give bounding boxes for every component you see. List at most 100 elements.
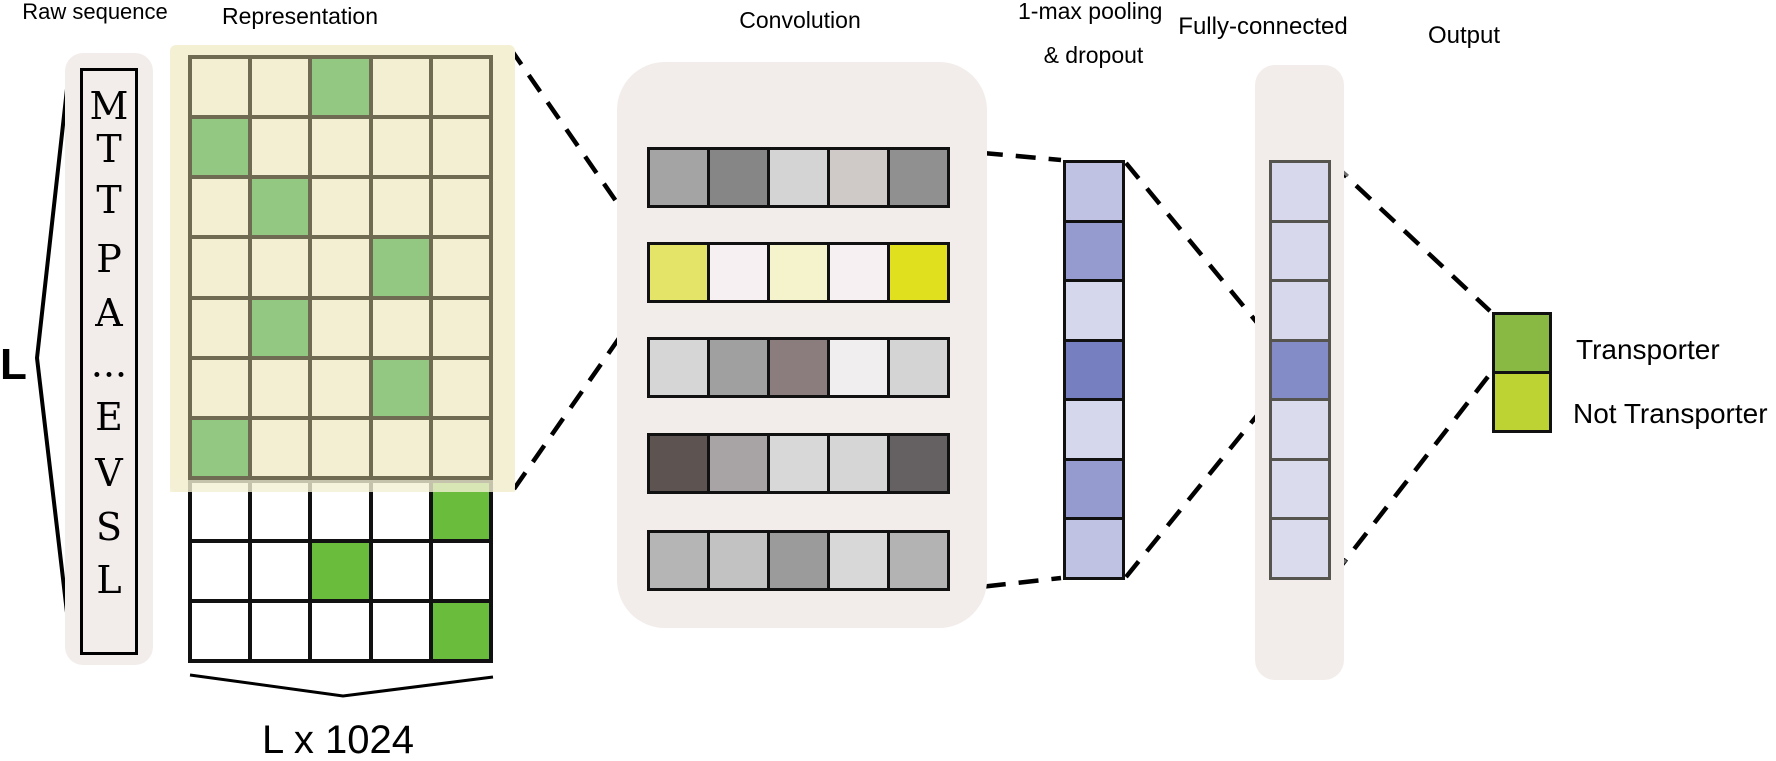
feature-map-row	[647, 242, 950, 303]
matrix-cell	[372, 483, 429, 539]
matrix-cell	[192, 239, 249, 296]
matrix-cell	[372, 179, 429, 236]
matrix-cell	[432, 419, 489, 476]
feature-map-cell	[890, 150, 947, 205]
matrix-cell-active	[192, 119, 249, 176]
feature-map-cell	[770, 436, 827, 491]
pooling-header-line2: & dropout	[1043, 42, 1144, 68]
matrix-cell	[312, 119, 369, 176]
matrix-cell	[252, 359, 309, 416]
sequence-letter: A	[95, 291, 123, 335]
representation-overlap-strip	[170, 479, 515, 492]
matrix-cell	[252, 603, 309, 659]
feature-map-cell	[890, 436, 947, 491]
dash-fc-to-output-top	[1330, 161, 1492, 313]
matrix-cell	[372, 59, 429, 116]
matrix-cell	[432, 119, 489, 176]
matrix-cell	[312, 483, 369, 539]
matrix-cell	[432, 359, 489, 416]
matrix-cell	[192, 299, 249, 356]
pooling-cell	[1066, 401, 1122, 458]
matrix-cell	[312, 299, 369, 356]
matrix-cell-active	[252, 299, 309, 356]
matrix-cell-active	[432, 483, 489, 539]
feature-map-cell	[710, 340, 767, 395]
matrix-cell	[252, 543, 309, 599]
feature-map-row	[647, 147, 950, 208]
fully-connected-header: Fully-connected	[1178, 13, 1348, 40]
matrix-width-brace	[189, 673, 494, 698]
dash-fc-to-output-bottom	[1332, 372, 1492, 577]
feature-map-cell	[650, 436, 707, 491]
sequence-letter: M	[89, 84, 129, 128]
pooling-header: 1-max pooling & dropout	[1018, 0, 1163, 68]
pooling-cell	[1066, 282, 1122, 339]
representation-upper-grid	[188, 55, 493, 480]
sequence-letter: T	[96, 127, 122, 171]
feature-map-cell	[770, 245, 827, 300]
matrix-cell	[252, 119, 309, 176]
matrix-cell	[192, 483, 249, 539]
feature-map-cell	[650, 340, 707, 395]
feature-map-cell	[710, 245, 767, 300]
pooling-cell	[1066, 163, 1122, 220]
pooling-cell	[1066, 520, 1122, 578]
feature-map-cell	[890, 533, 947, 588]
matrix-cell	[252, 59, 309, 116]
matrix-cell	[312, 603, 369, 659]
matrix-cell-active	[372, 359, 429, 416]
feature-map-cell	[830, 533, 887, 588]
matrix-cell-active	[432, 603, 489, 659]
matrix-cell-active	[312, 59, 369, 116]
sequence-letter: T	[96, 178, 122, 222]
fully-connected-cell	[1272, 163, 1328, 220]
sequence-letter: P	[96, 237, 122, 281]
matrix-cell	[312, 179, 369, 236]
matrix-cell	[312, 419, 369, 476]
matrix-cell	[192, 603, 249, 659]
feature-map-cell	[650, 533, 707, 588]
matrix-cell	[192, 179, 249, 236]
matrix-cell	[432, 59, 489, 116]
matrix-cell-active	[252, 179, 309, 236]
matrix-cell-active	[372, 239, 429, 296]
feature-map-cell	[890, 340, 947, 395]
matrix-cell-active	[192, 419, 249, 476]
feature-map-cell	[710, 436, 767, 491]
pooling-cell	[1066, 222, 1122, 280]
output-class-cell	[1495, 374, 1549, 430]
matrix-cell	[432, 543, 489, 599]
raw-sequence-panel	[65, 53, 153, 665]
feature-map-row	[647, 530, 950, 591]
output-nodes	[1492, 312, 1552, 433]
feature-map-row	[647, 337, 950, 398]
matrix-cell	[372, 419, 429, 476]
matrix-cell	[372, 119, 429, 176]
feature-map-row	[647, 433, 950, 494]
output-header: Output	[1427, 22, 1501, 49]
matrix-cell	[192, 359, 249, 416]
fully-connected-cell	[1272, 520, 1328, 578]
dash-pooling-to-fc-top	[1124, 161, 1270, 338]
fully-connected-cell	[1272, 401, 1328, 458]
feature-map-cell	[830, 245, 887, 300]
raw-sequence-header: Raw sequence	[22, 0, 168, 24]
dash-pooling-to-fc-bottom	[1124, 400, 1270, 579]
sequence-letter: E	[95, 395, 123, 439]
representation-lower-grid	[188, 479, 493, 663]
matrix-dimension-label: L x 1024	[262, 718, 414, 761]
matrix-cell	[252, 419, 309, 476]
feature-map-cell	[650, 245, 707, 300]
matrix-cell	[312, 239, 369, 296]
matrix-cell	[372, 603, 429, 659]
fully-connected-cell	[1272, 282, 1328, 339]
pooling-header-line1: 1-max pooling	[1018, 0, 1163, 24]
matrix-cell	[432, 239, 489, 296]
feature-map-cell	[650, 150, 707, 205]
feature-map-cell	[830, 150, 887, 205]
matrix-cell	[192, 59, 249, 116]
matrix-cell	[312, 359, 369, 416]
